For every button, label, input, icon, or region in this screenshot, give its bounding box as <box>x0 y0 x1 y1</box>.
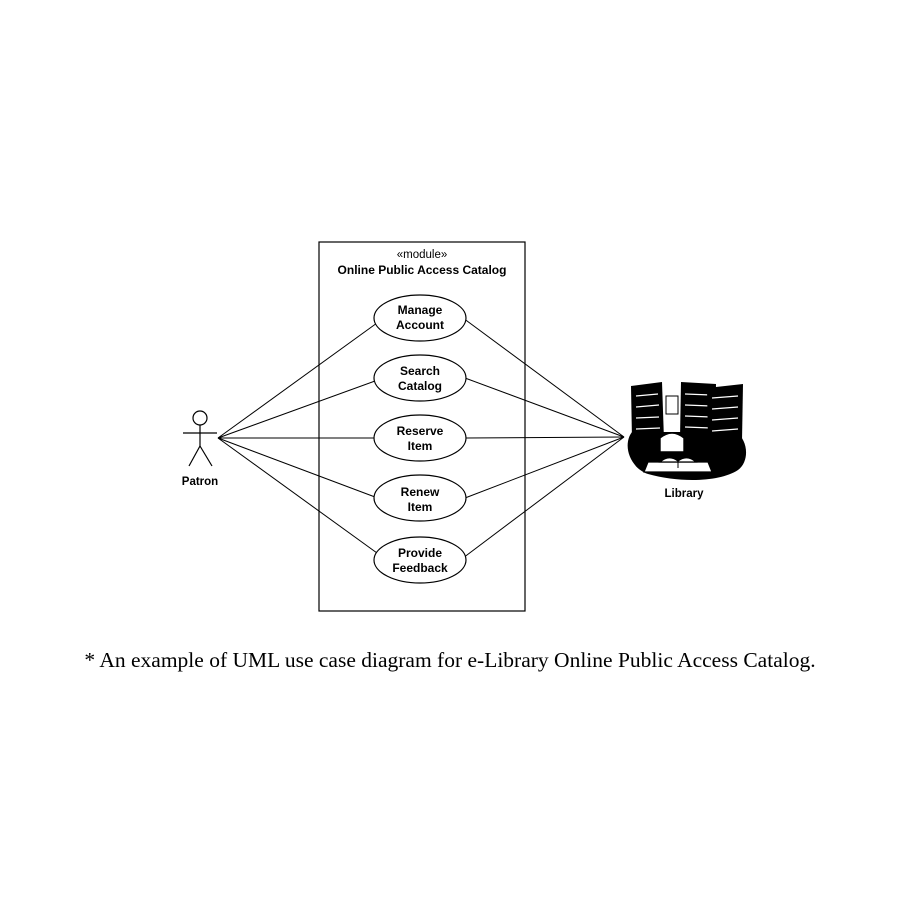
use-case-label: Search <box>400 364 440 378</box>
use-case-label: Reserve <box>397 424 444 438</box>
use-case-label: Manage <box>398 303 443 317</box>
patron-label: Patron <box>182 476 218 488</box>
association-line <box>217 380 376 439</box>
system-stereotype: «module» <box>397 249 448 261</box>
use-case-reserve-item: Reserve Item <box>373 414 467 462</box>
use-case-label: Feedback <box>392 561 448 575</box>
use-case-manage-account: Manage Account <box>373 294 467 342</box>
association-line <box>217 437 378 554</box>
association-line <box>464 377 625 438</box>
use-case-search-catalog: Search Catalog <box>373 354 467 402</box>
use-case-label: Provide <box>398 546 442 560</box>
use-case-label: Account <box>396 318 444 332</box>
association-line <box>465 436 625 439</box>
system-boundary <box>318 241 526 612</box>
association-line <box>462 436 625 559</box>
association-line <box>217 437 376 498</box>
library-associations <box>462 317 625 559</box>
patron-associations <box>217 322 378 554</box>
library-label: Library <box>665 488 705 500</box>
stick-figure-icon <box>183 410 217 467</box>
use-case-provide-feedback: Provide Feedback <box>373 536 467 584</box>
use-case-label: Catalog <box>398 379 442 393</box>
figure-caption: * An example of UML use case diagram for… <box>84 648 816 672</box>
use-case-label: Renew <box>401 485 440 499</box>
use-case-label: Item <box>408 439 433 453</box>
association-line <box>464 436 625 499</box>
association-line <box>217 322 378 439</box>
use-case-renew-item: Renew Item <box>373 474 467 522</box>
system-title: Online Public Access Catalog <box>338 263 507 277</box>
library-building-icon <box>627 382 747 480</box>
use-case-label: Item <box>408 500 433 514</box>
association-line <box>462 317 625 438</box>
